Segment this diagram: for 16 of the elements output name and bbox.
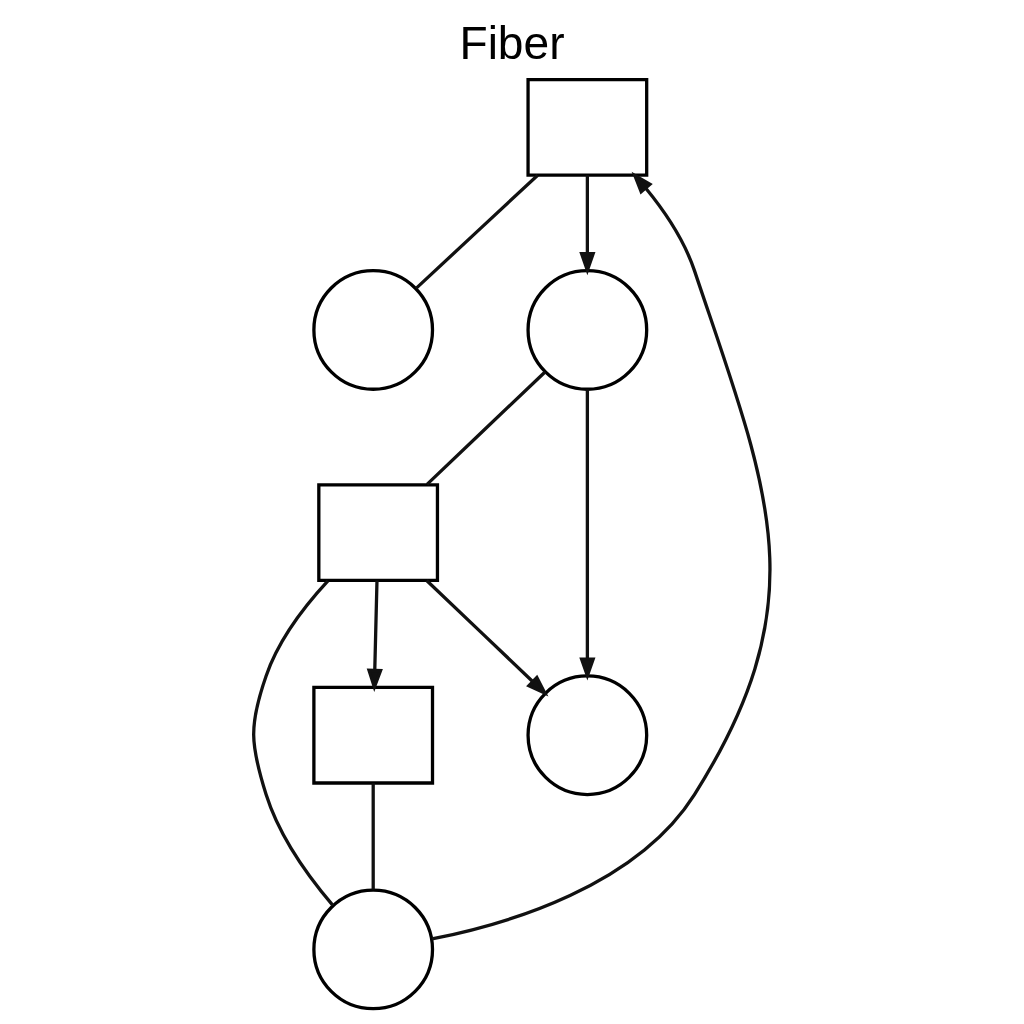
arrow	[366, 580, 383, 692]
node-circle	[312, 888, 435, 1011]
arrow	[579, 175, 596, 276]
node-circle	[312, 269, 435, 391]
arrow	[579, 389, 596, 681]
node-box	[317, 483, 440, 582]
arrow	[425, 579, 549, 697]
connector	[414, 174, 539, 290]
connector	[371, 783, 375, 890]
diagram-title: Fiber	[459, 16, 565, 69]
connector	[425, 370, 547, 486]
connector	[252, 579, 335, 907]
arrow	[431, 171, 772, 941]
node-box	[312, 685, 435, 785]
node-box	[526, 77, 649, 177]
node-circle	[526, 269, 649, 391]
